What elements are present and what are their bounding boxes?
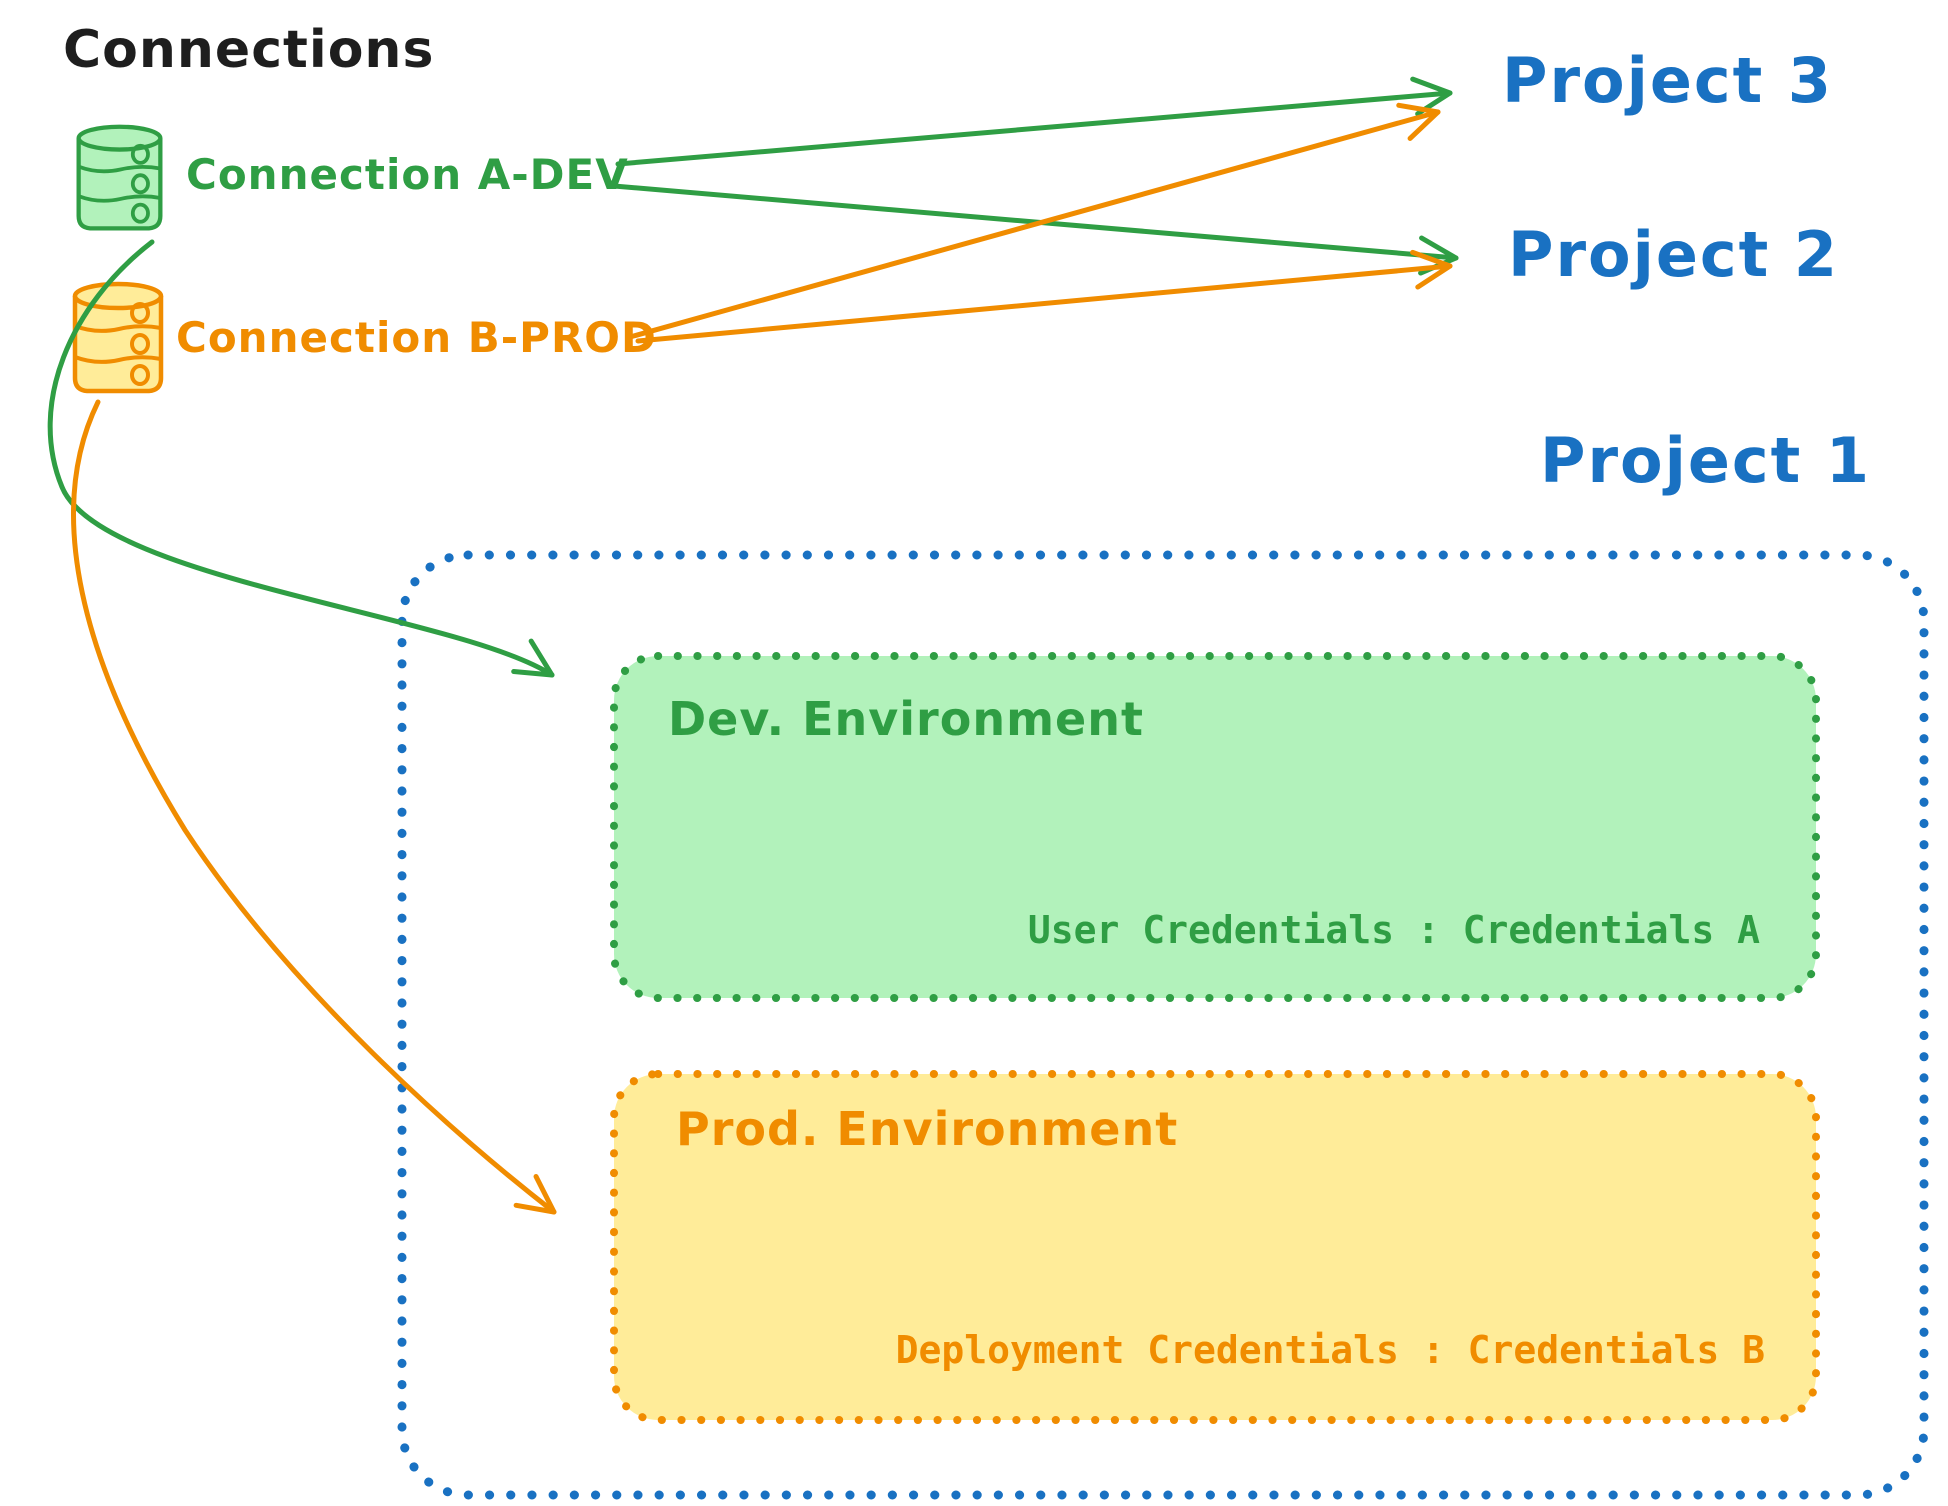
arrow-b-prod-to-project-3 (627, 102, 1441, 340)
project-3-label: Project 3 (1502, 44, 1834, 117)
arrow-b-prod-to-project-2 (635, 249, 1453, 344)
prod-environment-box (610, 1070, 1820, 1424)
project-1-label: Project 1 (1540, 424, 1872, 497)
arrow-a-dev-to-project-2 (611, 183, 1459, 276)
connection-b-prod-label: Connection B-PROD (176, 313, 657, 362)
dev-environment-title: Dev. Environment (668, 692, 1144, 746)
prod-environment-title: Prod. Environment (676, 1102, 1179, 1156)
database-port (130, 143, 150, 165)
dev-environment-credentials: User Credentials : Credentials A (1027, 908, 1760, 952)
dev-environment-border (610, 652, 1820, 1002)
prod-environment-border (610, 1070, 1820, 1424)
project-2-label: Project 2 (1508, 218, 1840, 291)
connection-a-dev-label: Connection A-DEV (186, 150, 629, 199)
database-port (130, 202, 150, 224)
arrow-a-dev-to-project-3 (615, 76, 1453, 167)
database-top (76, 124, 163, 152)
database-top (72, 281, 164, 311)
prod-environment-credentials: Deployment Credentials : Credentials B (895, 1328, 1765, 1372)
diagram-title: Connections (63, 20, 435, 80)
database-icon-b-prod (72, 281, 164, 394)
database-port (130, 173, 150, 195)
database-icon-a-dev (76, 124, 163, 231)
database-divider (77, 164, 161, 174)
dev-environment-box (610, 652, 1820, 1002)
database-divider (77, 194, 161, 203)
